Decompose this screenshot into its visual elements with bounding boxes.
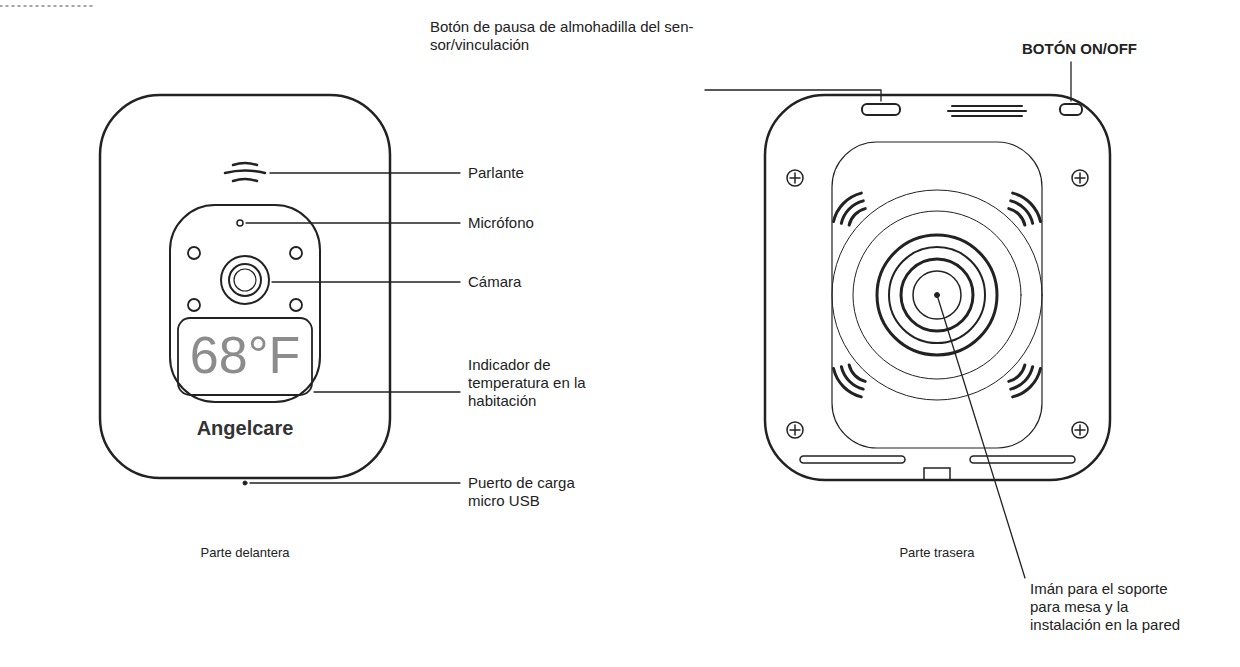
top-vent (948, 106, 1026, 116)
vent-arc (849, 365, 865, 381)
back-housing (765, 95, 1110, 480)
leader-line (314, 391, 460, 392)
leader-line (705, 90, 881, 101)
microphone-hole (237, 220, 243, 226)
vent-arc (834, 193, 862, 221)
power-button (1060, 104, 1082, 115)
vent-arc (1013, 193, 1041, 221)
display-reading: 68°F (178, 322, 312, 390)
leader-line (246, 222, 460, 223)
vent-arc (834, 368, 862, 396)
vent-arc (1009, 209, 1025, 225)
part-label: Puerto de carga micro USB (468, 474, 598, 510)
ir-led (188, 299, 200, 311)
ir-led (188, 247, 200, 259)
ir-led (290, 299, 302, 311)
camera-ring (221, 256, 269, 304)
part-label: Indicador de temperatura en la habitació… (468, 356, 618, 410)
usb-port (243, 481, 247, 485)
leader-line (250, 482, 460, 483)
part-label: Botón de pausa de almohadilla del sen- s… (430, 18, 730, 54)
vent-arc (1013, 368, 1041, 396)
view-caption: Parte trasera (837, 545, 1037, 561)
vent-arc (849, 209, 865, 225)
part-label: Cámara (468, 273, 521, 291)
bottom-notch (924, 468, 950, 480)
leader-line (270, 172, 460, 173)
part-label: Imán para el soporte para mesa y la inst… (1030, 580, 1200, 634)
front-panel (170, 205, 320, 402)
pause-pairing-button (862, 104, 900, 115)
dotted-rule (0, 5, 95, 7)
part-label: Parlante (468, 164, 524, 182)
temperature-display (178, 318, 312, 395)
speaker-grille (225, 163, 265, 181)
front-housing (100, 95, 390, 478)
camera-lens-inner (234, 269, 256, 291)
bottom-slot (970, 456, 1075, 463)
part-label: BOTÓN ON/OFF (1022, 40, 1137, 58)
bottom-slot (800, 456, 905, 463)
ir-led (290, 247, 302, 259)
view-caption: Parte delantera (145, 545, 345, 561)
part-label: Micrófono (468, 214, 534, 232)
brand-logo: Angelcare (145, 416, 345, 440)
leader-line (1070, 62, 1071, 101)
screws (787, 170, 1088, 438)
leader-line (937, 295, 1025, 578)
vent-arc (1009, 365, 1025, 381)
leader-line (272, 281, 460, 282)
camera-lens (229, 264, 261, 296)
